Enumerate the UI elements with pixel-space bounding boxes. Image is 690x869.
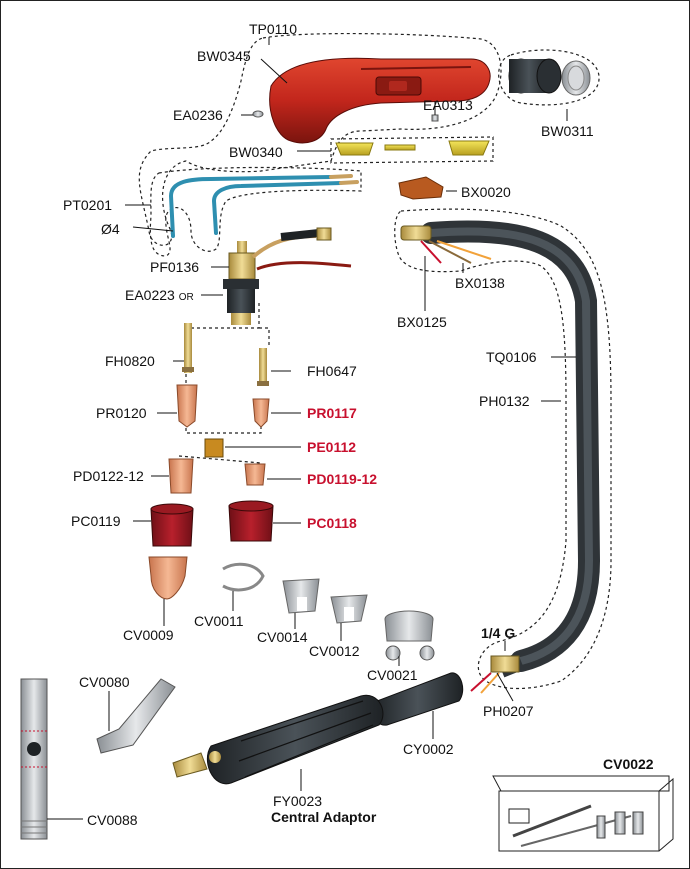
label-cv0012: CV0012 — [309, 643, 360, 659]
label-bx0125: BX0125 — [397, 314, 447, 330]
bw0340-inserts — [335, 140, 490, 156]
label-fy0023: FY0023 — [273, 793, 323, 809]
label-pr0120: PR0120 — [96, 405, 147, 421]
label-cv0011: CV0011 — [194, 613, 244, 629]
pt0201-outline — [149, 166, 362, 257]
cv0021-part — [384, 610, 435, 661]
pt0201-pipes — [168, 174, 359, 238]
pc0119-cup — [150, 503, 194, 547]
label-ea0313: EA0313 — [423, 97, 473, 113]
label-pt0201: PT0201 — [63, 197, 113, 213]
bw0340-outline — [330, 136, 494, 164]
ea0223-suffix: OR — [178, 292, 194, 303]
electrodes — [182, 323, 269, 386]
label-cy0002: CY0002 — [403, 741, 454, 757]
label-pr0117: PR0117 — [307, 405, 357, 421]
label-bx0020: BX0020 — [461, 184, 511, 200]
label-cv0009: CV0009 — [123, 627, 174, 643]
label-gas-fitting: 1/4 G — [481, 625, 516, 641]
pr0117-part — [252, 398, 270, 428]
label-ph0132: PH0132 — [479, 393, 530, 409]
label-bw0345: BW0345 — [197, 48, 251, 64]
label-cv0088: CV0088 — [87, 812, 138, 828]
cv0011-part — [222, 562, 265, 592]
label-bw0340: BW0340 — [229, 144, 283, 160]
label-pc0119: PC0119 — [71, 513, 121, 529]
fh-pr-outline — [185, 326, 262, 434]
label-cv0014: CV0014 — [257, 629, 308, 645]
label-pd0122: PD0122-12 — [73, 468, 144, 484]
cv0088-part — [20, 678, 48, 840]
label-bw0311: BW0311 — [541, 123, 594, 139]
pc0118-cup — [228, 500, 274, 542]
label-tq0106: TQ0106 — [486, 349, 537, 365]
label-pc0118: PC0118 — [307, 515, 357, 531]
label-fh0647: FH0647 — [307, 363, 357, 379]
label-cv0021: CV0021 — [367, 667, 418, 683]
cv0014-part — [282, 578, 320, 614]
ea0313-screw — [431, 114, 439, 122]
tq0106-cable — [400, 220, 601, 694]
label-ea0223: EA0223 OR — [125, 287, 194, 306]
pf0136-outline — [186, 303, 270, 346]
pd0122-part — [168, 458, 194, 494]
tp0110-outline — [138, 32, 502, 246]
label-pd0119: PD0119-12 — [307, 471, 378, 487]
pr0120-part — [176, 384, 198, 428]
tq0106-outline — [394, 208, 612, 690]
fy0023-part — [172, 694, 384, 785]
bw0311-outline — [498, 49, 600, 106]
label-tp0110: TP0110 — [249, 21, 297, 37]
pe-pd-outline — [178, 455, 262, 464]
label-cv0022: CV0022 — [603, 756, 654, 772]
cv0012-part — [330, 594, 368, 624]
ea0236-screw — [252, 110, 264, 118]
label-central-adaptor: Central Adaptor — [271, 809, 377, 825]
label-ph0207: PH0207 — [483, 703, 534, 719]
label-fh0820: FH0820 — [105, 353, 155, 369]
cv0080-part — [96, 678, 176, 754]
label-pf0136: PF0136 — [150, 259, 200, 275]
label-ea0236: EA0236 — [173, 107, 223, 123]
cv0009-part — [148, 556, 188, 600]
cv0022-toolbox — [492, 775, 674, 852]
label-bx0138: BX0138 — [455, 275, 505, 291]
torch-handle — [269, 57, 491, 144]
pe0112-part — [204, 438, 224, 458]
leader-lines — [47, 37, 576, 820]
pd0119-part — [244, 463, 266, 486]
label-cv0080: CV0080 — [79, 674, 130, 690]
bw0311-rings — [508, 58, 591, 96]
label-d4: Ø4 — [101, 221, 120, 237]
pf0136-body — [223, 227, 352, 325]
label-pe0112: PE0112 — [307, 439, 357, 455]
bx0020-part — [398, 176, 444, 200]
ea0223-code: EA0223 — [125, 287, 175, 303]
